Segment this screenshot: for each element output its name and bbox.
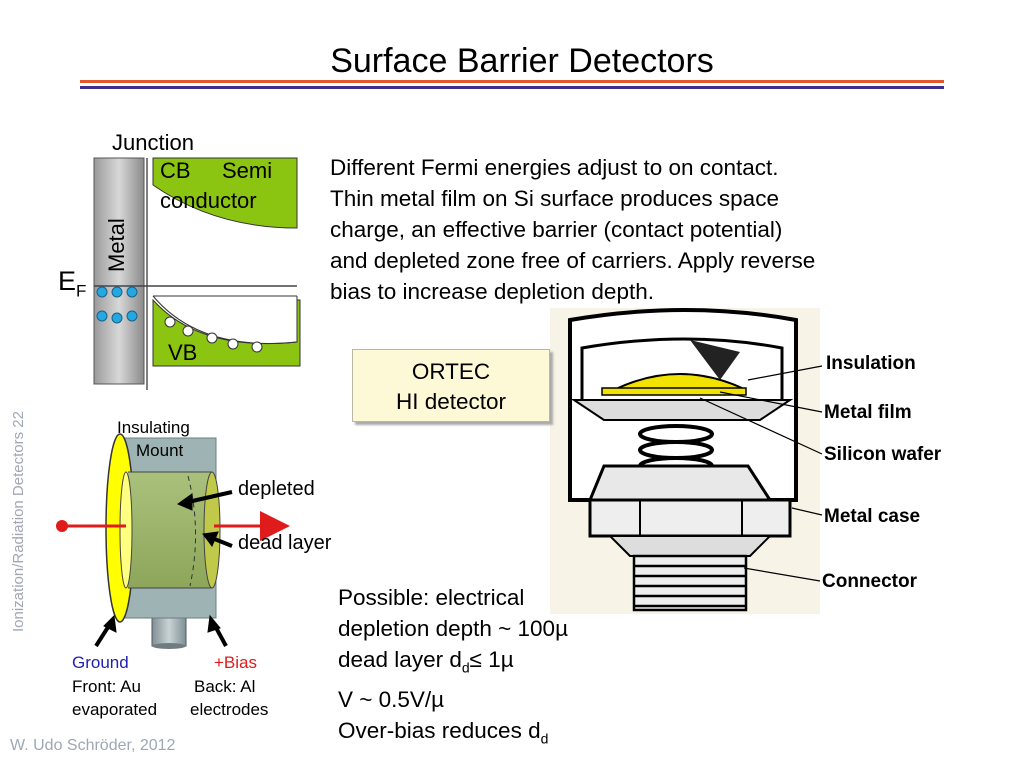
evaporated-label: evaporated (72, 700, 158, 719)
description-line: Different Fermi energies adjust to on co… (330, 155, 779, 180)
title-rule-orange (80, 80, 944, 83)
metal-label: Metal (104, 218, 129, 272)
semi-label: Semi (222, 158, 273, 183)
back-electrode-label: Back: Al (194, 677, 256, 696)
electrodes-label: electrodes (190, 700, 269, 719)
mount-label: Mount (136, 441, 184, 460)
front-electrode-label: Front: Au (72, 677, 141, 696)
metal-film-label: Metal film (824, 402, 912, 423)
metal-case-label: Metal case (824, 506, 921, 527)
dead-layer-label: dead layer (238, 532, 332, 554)
description-line: bias to increase depletion depth. (330, 279, 654, 304)
band-diagram (93, 157, 301, 390)
silicon-wafer-shape (601, 387, 747, 396)
leader-lines (699, 365, 823, 582)
depletion-boundary (187, 475, 197, 587)
page-title: Surface Barrier Detectors (330, 42, 714, 80)
conduction-band (152, 157, 298, 229)
particle-source-icon (56, 520, 68, 532)
title-rule-blue (80, 86, 944, 89)
electron-dots (96, 286, 138, 324)
description-paragraph: Different Fermi energies adjust to on co… (330, 152, 970, 307)
insulating-label: Insulating (117, 418, 190, 437)
ground-label: Ground (72, 653, 129, 672)
hole-dots (164, 316, 263, 353)
metal-film-shape (617, 373, 743, 389)
silicon-wafer-label: Silicon wafer (824, 444, 942, 465)
fermi-energy-label: EF (58, 266, 87, 301)
spec-line: Over-bias reduces dd (338, 717, 549, 747)
depleted-label: depleted (238, 478, 315, 500)
connector-threads (632, 554, 748, 612)
insulation-label: Insulation (826, 353, 916, 374)
description-line: Thin metal film on Si surface produces s… (330, 186, 779, 211)
pointer-arrows (94, 490, 233, 648)
cb-label: CB (160, 158, 191, 183)
possible-specs: Possible: electrical depletion depth ~ 1… (338, 582, 568, 754)
ortec-line2: HI detector (395, 389, 507, 414)
spec-line: dead layer dd≤ 1µ (338, 647, 514, 676)
spec-line: V ~ 0.5V/µ (338, 686, 445, 712)
conductor-label: conductor (160, 188, 257, 213)
ortec-detector-drawing (550, 308, 823, 614)
ortec-label-box: ORTEC HI detector (352, 349, 550, 422)
metal-bar (93, 157, 145, 385)
spec-line: depletion depth ~ 100µ (338, 616, 569, 641)
spec-line: Possible: electrical (338, 585, 525, 610)
connector-label: Connector (822, 571, 917, 592)
description-line: charge, an effective barrier (contact po… (330, 217, 783, 242)
description-line: and depleted zone free of carriers. Appl… (330, 248, 816, 273)
cylinder-detector (56, 433, 290, 649)
footer-credit: W. Udo Schröder, 2012 (10, 737, 176, 754)
junction-label: Junction (112, 130, 194, 155)
ortec-line1: ORTEC (411, 359, 491, 384)
bias-label: +Bias (214, 653, 257, 672)
vb-label: VB (168, 340, 198, 365)
